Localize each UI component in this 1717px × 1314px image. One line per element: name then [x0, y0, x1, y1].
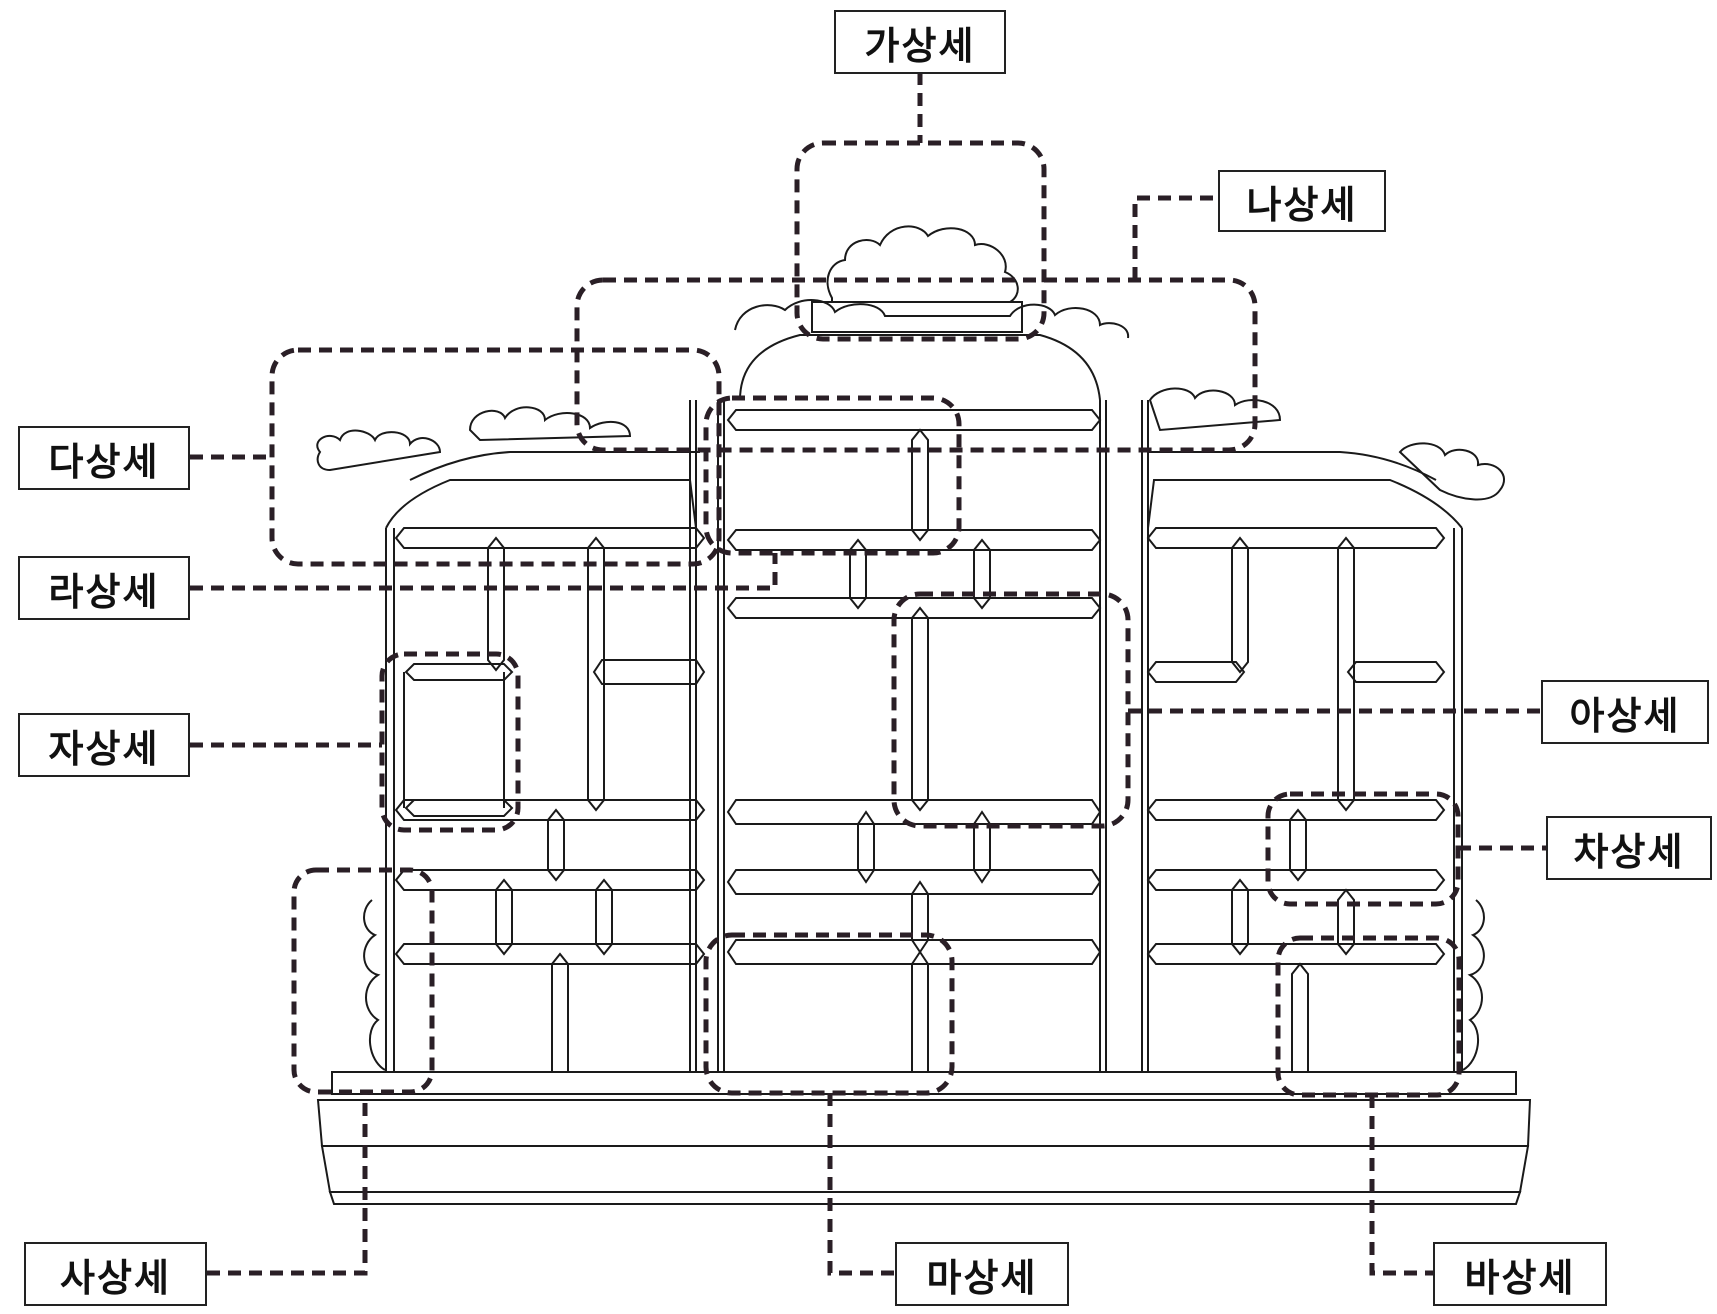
leader-ma — [827, 1093, 895, 1276]
callout-box-sa — [291, 867, 435, 1095]
leader-ba — [1369, 1095, 1433, 1276]
label-sa: 사상세 — [24, 1242, 207, 1306]
label-a: 아상세 — [1541, 680, 1709, 744]
callout-box-na — [574, 277, 1258, 453]
shrine-roofs — [316, 225, 1506, 1071]
callout-box-ba — [1275, 935, 1462, 1098]
callout-box-ra — [703, 395, 962, 556]
shrine-walls — [385, 400, 1463, 1072]
leader-na — [1132, 195, 1218, 280]
label-ra: 라상세 — [18, 556, 190, 620]
label-cha: 차상세 — [1546, 816, 1712, 880]
callout-box-ma — [703, 932, 955, 1096]
callout-box-ja — [379, 651, 521, 833]
label-ma: 마상세 — [895, 1242, 1069, 1306]
shrine-drawing — [316, 225, 1532, 1205]
callout-box-da — [269, 347, 722, 567]
label-ga: 가상세 — [834, 10, 1006, 74]
label-da: 다상세 — [18, 426, 190, 490]
label-ba: 바상세 — [1433, 1242, 1607, 1306]
callout-box-a — [891, 591, 1131, 829]
label-ja: 자상세 — [18, 713, 190, 777]
label-na: 나상세 — [1218, 170, 1386, 232]
left-panel-frames — [394, 527, 706, 1073]
leader-ra — [190, 553, 778, 591]
center-panel-frames — [726, 409, 1102, 1073]
leader-sa — [207, 1092, 368, 1276]
right-panel-frames — [1146, 527, 1446, 1073]
callouts — [190, 72, 1546, 1276]
